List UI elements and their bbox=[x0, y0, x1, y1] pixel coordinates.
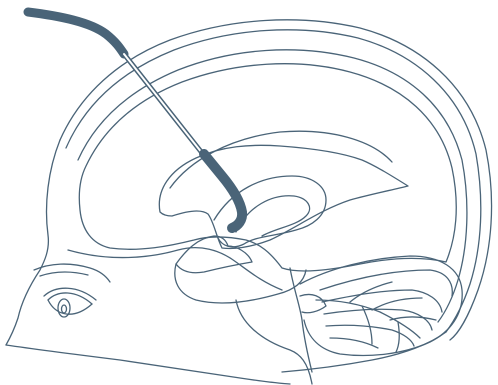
forehead-face-line bbox=[6, 140, 60, 345]
face-profile bbox=[6, 140, 290, 384]
scalp-outline bbox=[60, 20, 492, 340]
lower-face-line bbox=[6, 345, 290, 384]
eye-iris bbox=[58, 299, 70, 317]
brainstem bbox=[236, 268, 326, 384]
eye-icon bbox=[44, 288, 96, 317]
arbor-vitae-branch-5 bbox=[396, 322, 399, 352]
brain bbox=[79, 64, 456, 303]
eye-lash-line bbox=[44, 288, 96, 300]
cerebellum-folia-3 bbox=[324, 309, 432, 330]
arbor-vitae-branch-4 bbox=[362, 306, 372, 344]
ventricular-catheter bbox=[28, 12, 242, 228]
brain-outline bbox=[79, 64, 456, 271]
arbor-vitae-branch-1 bbox=[350, 282, 392, 302]
brow-ridge-inner bbox=[40, 272, 88, 276]
catheter-external-tube bbox=[28, 12, 124, 54]
brow-ridge bbox=[34, 264, 110, 282]
skull bbox=[60, 20, 492, 372]
fourth-ventricle bbox=[300, 294, 326, 312]
cerebellum-folia-5 bbox=[330, 338, 378, 348]
eye-pupil bbox=[62, 305, 67, 313]
arbor-vitae-branch-2 bbox=[372, 298, 422, 310]
cerebellum bbox=[300, 256, 462, 356]
arbor-vitae-branch-3 bbox=[390, 317, 436, 320]
eye-upper-lid bbox=[48, 293, 92, 304]
